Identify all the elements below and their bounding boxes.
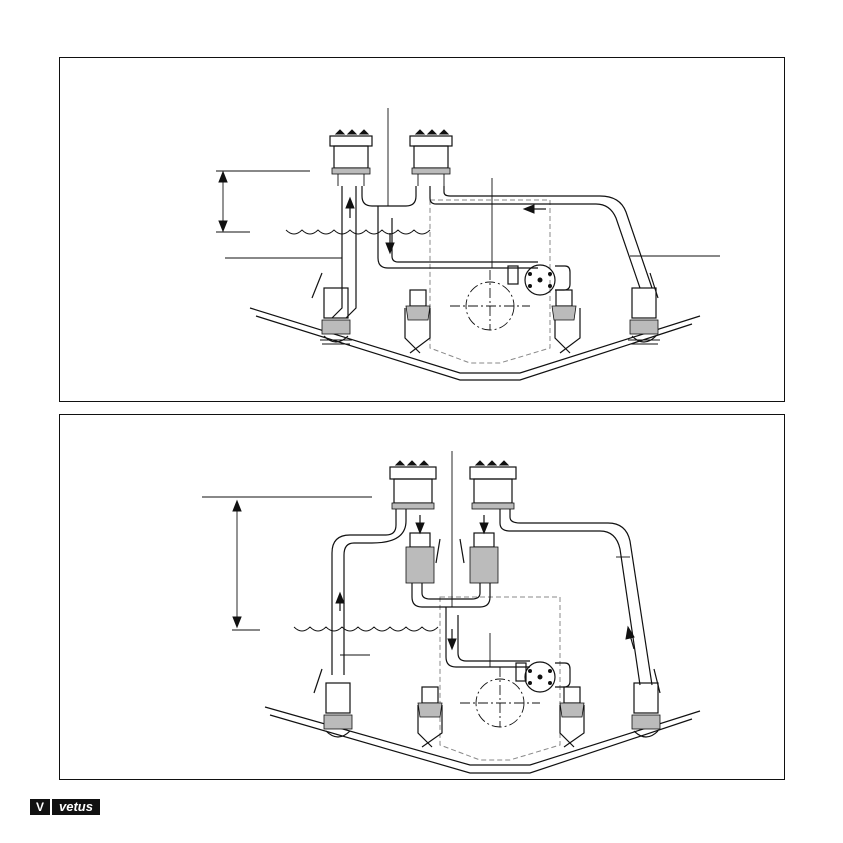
valve-manifold — [412, 583, 490, 607]
water-line — [294, 627, 438, 631]
top-installation-drawing — [60, 58, 784, 401]
bottom-installation-drawing — [60, 415, 784, 779]
engine-inlet-right — [552, 290, 576, 320]
inlet-hose-left — [332, 186, 342, 318]
vetus-logo-text: vetus — [52, 799, 100, 815]
seacock-right — [628, 273, 660, 344]
valve-right — [460, 533, 498, 583]
engine-outline — [430, 200, 550, 363]
strainer-right — [410, 130, 452, 186]
vetus-logo-mark: V — [30, 799, 50, 815]
valve-left — [406, 533, 440, 583]
vetus-logo: V vetus — [30, 799, 100, 815]
engine-inlet-right — [560, 687, 584, 717]
flow-arrow-up-icon — [336, 593, 344, 611]
flow-arrow-down-icon — [386, 233, 394, 253]
flow-arrow-down-icon — [480, 515, 488, 533]
strainer-right — [470, 461, 516, 509]
water-line — [286, 230, 430, 234]
diagram-panel-bottom — [59, 414, 785, 780]
engine-inlet-left — [418, 687, 442, 717]
flow-arrow-up-icon — [346, 198, 354, 218]
seacock-right — [632, 669, 660, 737]
strainer-left — [390, 461, 436, 509]
supply-hose — [378, 206, 538, 268]
crossover-hose — [362, 186, 416, 206]
flow-arrow-down-icon — [416, 515, 424, 533]
flow-arrow-down-icon — [448, 629, 456, 649]
engine-inlet-left — [406, 290, 430, 320]
hull-outline-inner — [256, 316, 692, 380]
seacock-left — [312, 273, 352, 344]
inlet-hose-left — [332, 509, 396, 675]
return-hose-right — [430, 186, 640, 288]
seacock-left — [314, 669, 352, 737]
flow-arrow-left-icon — [524, 205, 546, 213]
diagram-panel-top — [59, 57, 785, 402]
strainer-left — [330, 130, 372, 186]
